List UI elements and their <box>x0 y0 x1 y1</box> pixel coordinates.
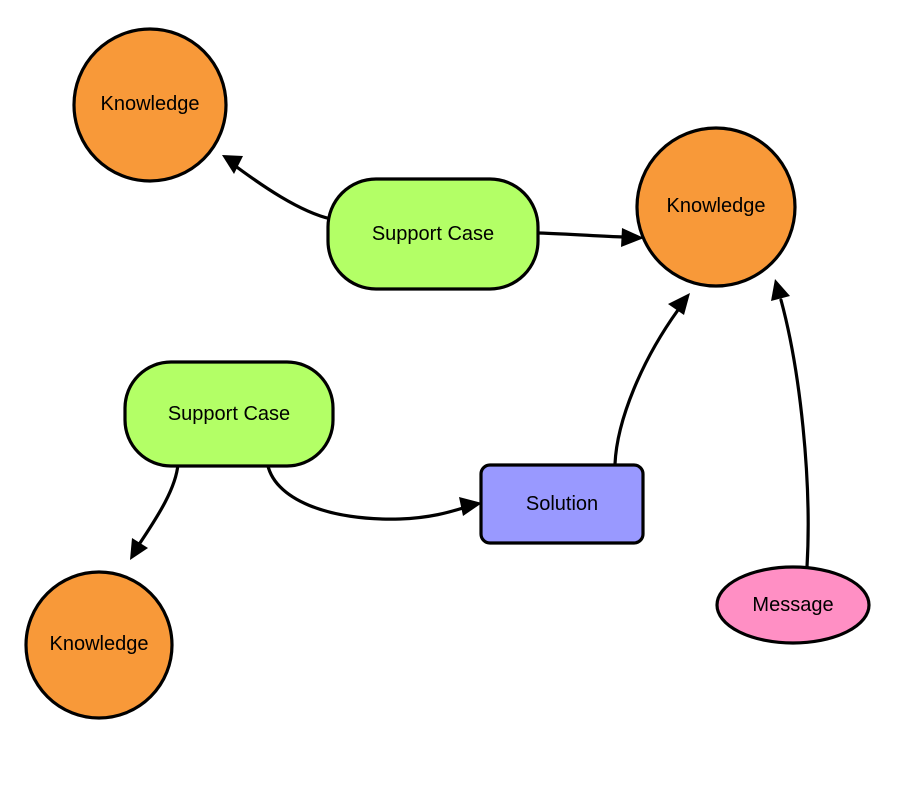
arrowhead-icon <box>130 538 148 560</box>
solution-rect-shape <box>479 463 645 545</box>
edge-line <box>613 308 680 466</box>
edge-message-to-knowledge-right[interactable] <box>771 279 810 569</box>
arrowhead-icon <box>222 155 243 174</box>
edge-layer <box>130 155 810 569</box>
node-knowledge-bottom-left[interactable]: Knowledge <box>24 570 174 720</box>
support-case-stadium-shape <box>326 177 540 291</box>
node-solution[interactable]: Solution <box>479 463 645 545</box>
arrowhead-icon <box>621 228 644 247</box>
knowledge-circle-shape <box>72 27 228 183</box>
edge-line <box>265 459 465 521</box>
arrowhead-icon <box>459 497 482 516</box>
edge-line <box>228 160 333 221</box>
message-ellipse-shape <box>715 565 871 645</box>
node-knowledge-right[interactable]: Knowledge <box>635 126 797 288</box>
arrowhead-icon <box>668 293 690 315</box>
node-knowledge-top-left[interactable]: Knowledge <box>72 27 228 183</box>
edge-support-upper-to-knowledge-top-left[interactable] <box>222 155 333 221</box>
edge-line <box>537 231 626 239</box>
edge-support-upper-to-knowledge-right[interactable] <box>537 228 644 247</box>
edge-support-lower-to-knowledge-bottom-left[interactable] <box>130 462 180 560</box>
knowledge-circle-shape <box>635 126 797 288</box>
node-layer: Knowledge Support Case Knowledge Support… <box>24 27 871 720</box>
support-case-stadium-shape <box>123 360 335 468</box>
edge-line <box>138 462 180 545</box>
edge-line <box>779 298 810 569</box>
edge-solution-to-knowledge-right[interactable] <box>613 293 690 466</box>
node-support-case-lower[interactable]: Support Case <box>123 360 335 468</box>
node-support-case-upper[interactable]: Support Case <box>326 177 540 291</box>
knowledge-circle-shape <box>24 570 174 720</box>
arrowhead-icon <box>771 279 790 301</box>
node-message[interactable]: Message <box>715 565 871 645</box>
edge-support-lower-to-solution[interactable] <box>265 459 482 521</box>
